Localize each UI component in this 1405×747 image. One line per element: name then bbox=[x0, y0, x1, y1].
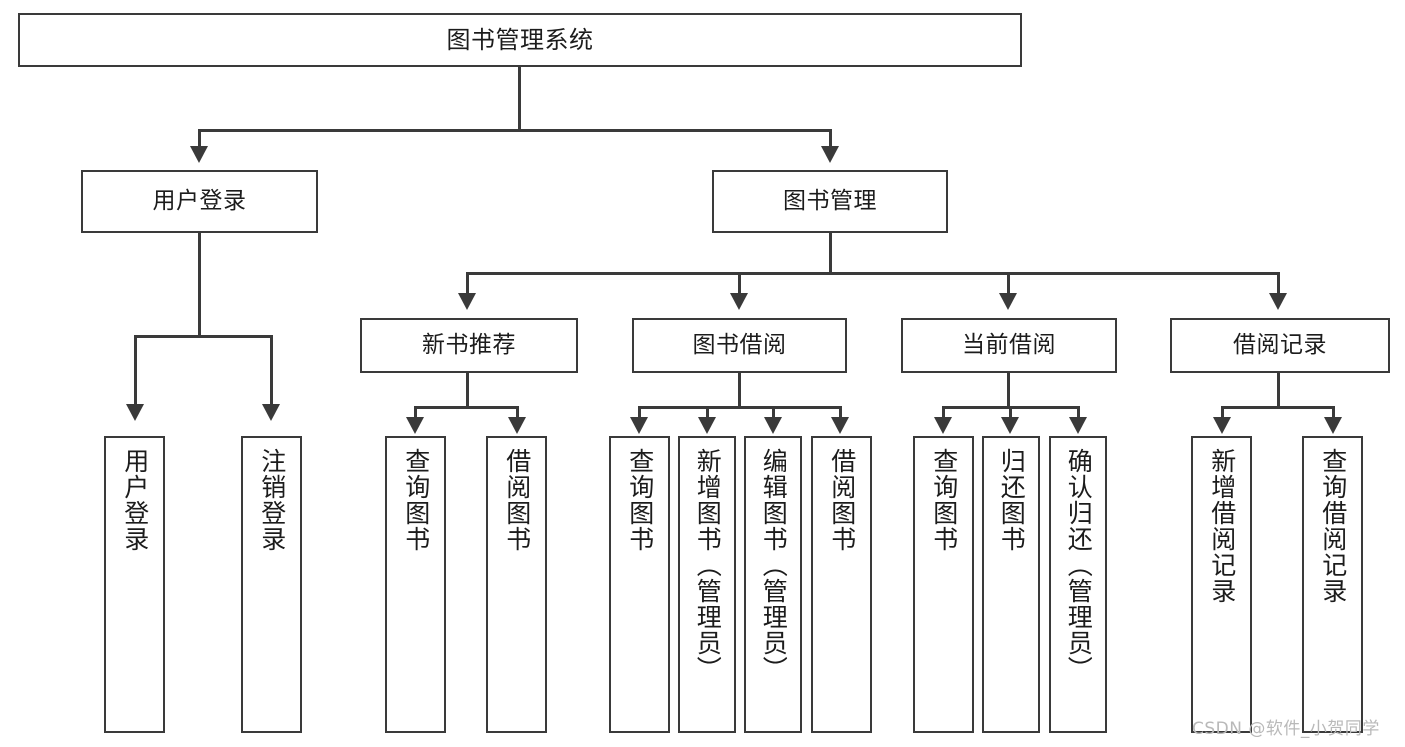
arrow-leaf-add-book bbox=[698, 417, 716, 434]
node-label: 图书管理 bbox=[783, 187, 877, 214]
connector-current-borrow-stem bbox=[1007, 373, 1010, 407]
arrow-leaf-confirm-return bbox=[1069, 417, 1087, 434]
connector-to-current-borrow bbox=[1007, 272, 1010, 294]
arrow-leaf-user-login bbox=[126, 404, 144, 421]
node-label: 用户登录 bbox=[152, 187, 247, 214]
connector-root-stem bbox=[518, 67, 521, 130]
node-leaf-confirm-return[interactable]: 确认归还（管理员） bbox=[1049, 436, 1107, 733]
connector-user-login-bar bbox=[134, 335, 273, 338]
arrow-leaf-return-book bbox=[1001, 417, 1019, 434]
arrow-leaf-query-book-3 bbox=[934, 417, 952, 434]
arrow-leaf-edit-book bbox=[764, 417, 782, 434]
node-label: 归还图书 bbox=[997, 448, 1027, 552]
arrow-to-borrow-record bbox=[1269, 293, 1287, 310]
node-leaf-logout[interactable]: 注销登录 bbox=[241, 436, 302, 733]
arrow-to-user-login bbox=[190, 146, 208, 163]
node-leaf-return-book[interactable]: 归还图书 bbox=[982, 436, 1040, 733]
connector-nbr-child-2 bbox=[516, 406, 519, 418]
connector-to-book-borrow bbox=[738, 272, 741, 294]
node-label: 查询图书 bbox=[929, 448, 959, 552]
connector-br-child-2 bbox=[1332, 406, 1335, 418]
node-label: 借阅图书 bbox=[502, 448, 532, 552]
node-leaf-query-book-3[interactable]: 查询图书 bbox=[913, 436, 974, 733]
node-leaf-edit-book[interactable]: 编辑图书（管理员） bbox=[744, 436, 802, 733]
node-leaf-query-book-2[interactable]: 查询图书 bbox=[609, 436, 670, 733]
connector-bb-child-2 bbox=[706, 406, 709, 418]
connector-book-manage-stem bbox=[829, 233, 832, 273]
connector-to-borrow-record bbox=[1277, 272, 1280, 294]
connector-book-borrow-stem bbox=[738, 373, 741, 407]
connector-to-book-manage bbox=[829, 129, 832, 147]
arrow-leaf-query-book-2 bbox=[630, 417, 648, 434]
connector-borrow-record-bar bbox=[1221, 406, 1335, 409]
node-user-login[interactable]: 用户登录 bbox=[81, 170, 318, 233]
node-label: 注销登录 bbox=[257, 448, 287, 552]
node-borrow-record[interactable]: 借阅记录 bbox=[1170, 318, 1390, 373]
node-label: 当前借阅 bbox=[962, 331, 1056, 358]
connector-br-child-1 bbox=[1221, 406, 1224, 418]
node-leaf-add-record[interactable]: 新增借阅记录 bbox=[1191, 436, 1252, 733]
arrow-leaf-borrow-book-1 bbox=[508, 417, 526, 434]
connector-user-login-child-2 bbox=[270, 335, 273, 405]
connector-user-login-stem bbox=[198, 233, 201, 336]
node-root-system[interactable]: 图书管理系统 bbox=[18, 13, 1022, 67]
arrow-leaf-add-record bbox=[1213, 417, 1231, 434]
node-label: 图书借阅 bbox=[692, 331, 787, 358]
node-label: 查询借阅记录 bbox=[1318, 448, 1348, 604]
connector-borrow-record-stem bbox=[1277, 373, 1280, 407]
node-label: 查询图书 bbox=[401, 448, 431, 552]
node-label: 确认归还（管理员） bbox=[1064, 448, 1094, 682]
node-label: 借阅记录 bbox=[1233, 331, 1327, 358]
node-leaf-query-record[interactable]: 查询借阅记录 bbox=[1302, 436, 1363, 733]
node-current-borrow[interactable]: 当前借阅 bbox=[901, 318, 1117, 373]
connector-cb-child-2 bbox=[1009, 406, 1012, 418]
node-label: 新增图书（管理员） bbox=[693, 448, 723, 682]
node-leaf-borrow-book-1[interactable]: 借阅图书 bbox=[486, 436, 547, 733]
node-leaf-user-login[interactable]: 用户登录 bbox=[104, 436, 165, 733]
connector-level3-bar bbox=[466, 272, 1280, 275]
connector-to-new-book-rec bbox=[466, 272, 469, 294]
node-leaf-query-book-1[interactable]: 查询图书 bbox=[385, 436, 446, 733]
node-book-manage[interactable]: 图书管理 bbox=[712, 170, 948, 233]
arrow-leaf-borrow-book-2 bbox=[831, 417, 849, 434]
connector-cb-child-1 bbox=[942, 406, 945, 418]
node-label: 新书推荐 bbox=[422, 331, 516, 358]
node-label: 查询图书 bbox=[625, 448, 655, 552]
arrow-to-book-borrow bbox=[730, 293, 748, 310]
connector-nbr-child-1 bbox=[414, 406, 417, 418]
connector-level2-bar bbox=[198, 129, 832, 132]
node-label: 借阅图书 bbox=[827, 448, 857, 552]
watermark-text: CSDN @软件_小贺同学 bbox=[1192, 719, 1380, 739]
node-leaf-borrow-book-2[interactable]: 借阅图书 bbox=[811, 436, 872, 733]
connector-new-book-rec-stem bbox=[466, 373, 469, 407]
connector-cb-child-3 bbox=[1077, 406, 1080, 418]
arrow-to-current-borrow bbox=[999, 293, 1017, 310]
connector-new-book-rec-bar bbox=[414, 406, 519, 409]
connector-user-login-child-1 bbox=[134, 335, 137, 405]
node-new-book-rec[interactable]: 新书推荐 bbox=[360, 318, 578, 373]
connector-book-borrow-bar bbox=[638, 406, 842, 409]
node-label: 新增借阅记录 bbox=[1207, 448, 1237, 604]
node-label: 用户登录 bbox=[120, 448, 150, 552]
arrow-to-new-book-rec bbox=[458, 293, 476, 310]
connector-bb-child-1 bbox=[638, 406, 641, 418]
node-leaf-add-book[interactable]: 新增图书（管理员） bbox=[678, 436, 736, 733]
arrow-leaf-logout bbox=[262, 404, 280, 421]
connector-bb-child-3 bbox=[772, 406, 775, 418]
connector-bb-child-4 bbox=[839, 406, 842, 418]
arrow-leaf-query-book-1 bbox=[406, 417, 424, 434]
node-book-borrow[interactable]: 图书借阅 bbox=[632, 318, 847, 373]
arrow-to-book-manage bbox=[821, 146, 839, 163]
connector-to-user-login bbox=[198, 129, 201, 147]
node-label: 编辑图书（管理员） bbox=[759, 448, 789, 682]
arrow-leaf-query-record bbox=[1324, 417, 1342, 434]
node-label: 图书管理系统 bbox=[446, 25, 594, 54]
